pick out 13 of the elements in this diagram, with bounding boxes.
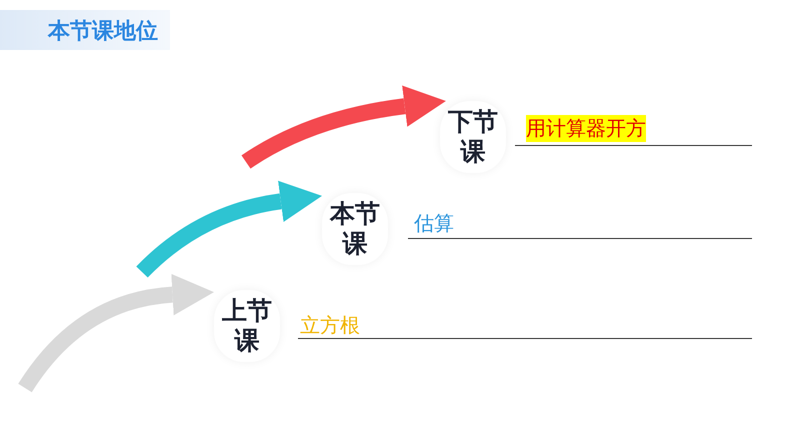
curved-arrow <box>18 274 214 392</box>
lesson-label: 下节课 <box>447 107 499 167</box>
lesson-node <box>322 193 388 265</box>
curved-arrow <box>242 86 446 169</box>
slide-title: 本节课地位 <box>48 18 158 46</box>
lesson-node <box>214 290 280 362</box>
lesson-label: 上节课 <box>221 296 273 356</box>
lesson-node <box>440 101 506 173</box>
topic-text: 估算 <box>414 210 454 237</box>
topic-text: 用计算器开方 <box>526 115 646 142</box>
topic-text: 立方根 <box>300 312 360 339</box>
lesson-label: 本节课 <box>329 199 381 259</box>
curved-arrow <box>136 180 322 278</box>
